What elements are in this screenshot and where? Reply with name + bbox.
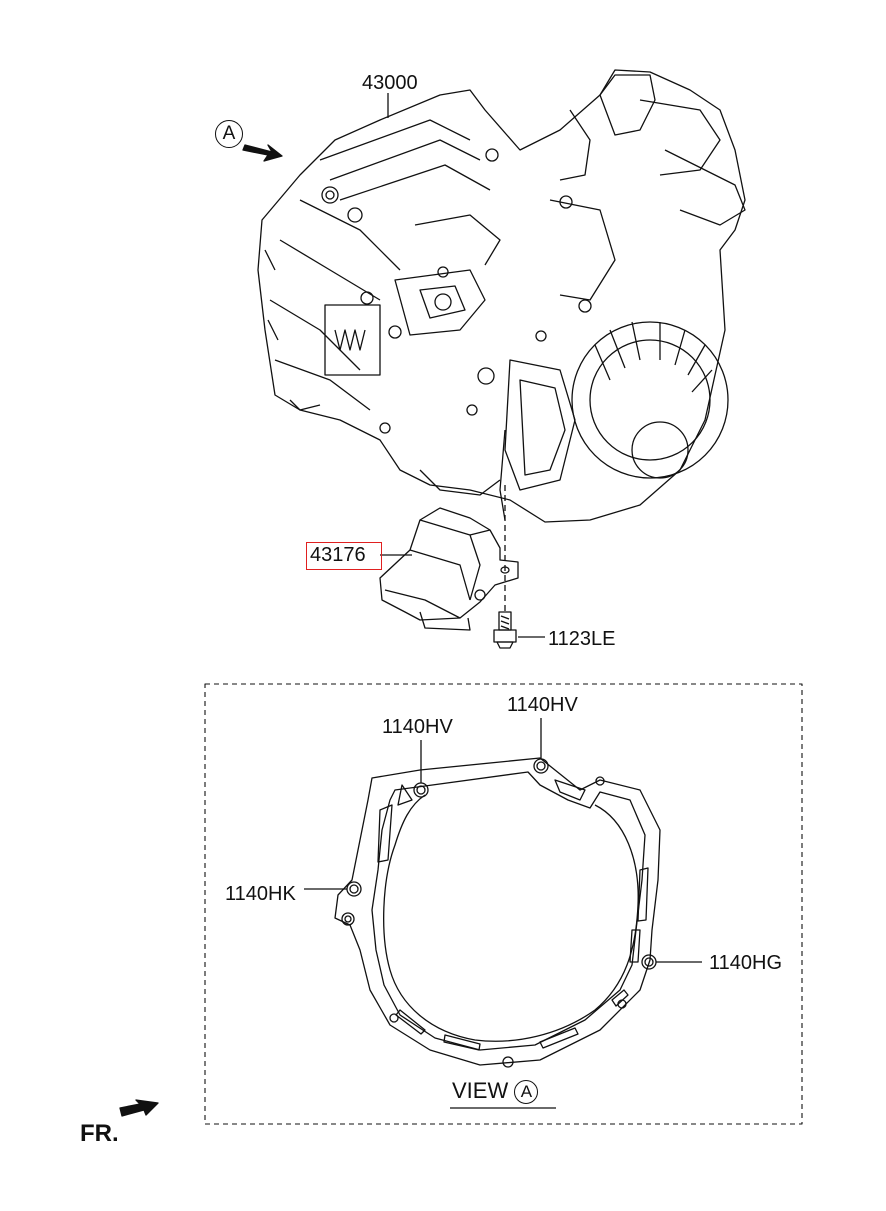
highlight-box-43176 [306, 542, 382, 570]
label-1140hv-right: 1140HV [507, 694, 578, 716]
mounting-bracket [379, 507, 519, 631]
label-1140hk: 1140HK [225, 883, 296, 905]
front-direction-label: FR. [80, 1120, 119, 1147]
view-caption-letter: A [520, 1082, 533, 1102]
front-arrow [119, 1099, 159, 1117]
gasket-outline [334, 757, 661, 1068]
view-direction-arrow [242, 144, 283, 162]
view-a-frame [204, 683, 803, 1125]
label-43000: 43000 [362, 72, 418, 94]
view-caption-circle: A [514, 1080, 539, 1105]
view-a-caption: VIEW A [452, 1078, 539, 1105]
label-1123le: 1123LE [548, 628, 616, 650]
view-a-marker-letter: A [222, 123, 236, 144]
dowel-pins [346, 758, 657, 970]
view-caption-prefix: VIEW [452, 1078, 509, 1103]
label-43176[interactable]: 43176 [310, 544, 366, 566]
label-1140hv-left: 1140HV [382, 716, 453, 738]
label-1140hg: 1140HG [709, 952, 783, 974]
bolt-1123le [493, 611, 517, 649]
transaxle-assembly [257, 69, 746, 523]
view-a-marker-circle: A [215, 120, 243, 148]
